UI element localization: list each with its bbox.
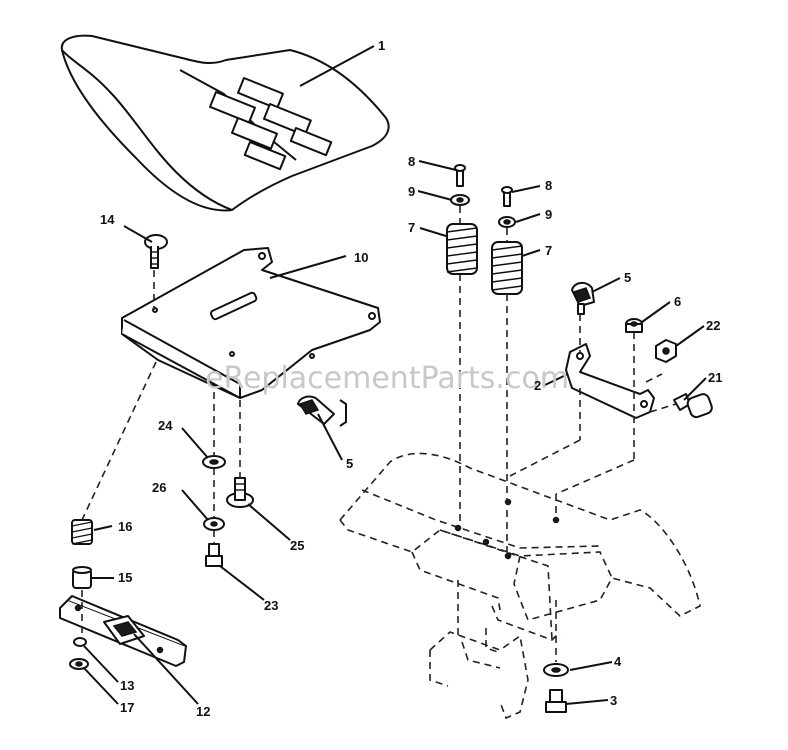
callout-7-right: 7 — [545, 243, 552, 258]
callout-2: 2 — [534, 378, 541, 393]
pivot-bracket-2 — [565, 343, 655, 419]
nut-6 — [625, 318, 643, 333]
callouts: 1 14 10 8 9 7 8 9 7 5 6 22 21 2 5 24 26 … — [100, 38, 722, 719]
callout-9-right: 9 — [545, 207, 552, 222]
callout-8-right: 8 — [545, 178, 552, 193]
shoulder-bolt-25 — [226, 477, 254, 508]
callout-14: 14 — [100, 212, 115, 227]
washer-9-left — [450, 194, 470, 206]
adjustment-knob-left — [297, 395, 347, 427]
callout-13: 13 — [120, 678, 134, 693]
carriage-bolt — [144, 234, 168, 269]
adjustment-knob-right — [571, 282, 595, 315]
seat — [60, 34, 390, 212]
bolt-8-right — [501, 186, 513, 207]
callout-6: 6 — [674, 294, 681, 309]
callout-16: 16 — [118, 519, 132, 534]
bolt-3 — [545, 689, 567, 713]
callout-21: 21 — [708, 370, 722, 385]
bolt-8-left — [454, 164, 466, 187]
callout-4: 4 — [614, 654, 622, 669]
callout-26: 26 — [152, 480, 166, 495]
callout-1: 1 — [378, 38, 385, 53]
spacer-15 — [72, 566, 92, 589]
nut-13 — [73, 637, 87, 647]
callout-9-left: 9 — [408, 184, 415, 199]
callout-8-left: 8 — [408, 154, 415, 169]
callout-5-right: 5 — [624, 270, 631, 285]
spring-16 — [71, 519, 93, 545]
callout-7-left: 7 — [408, 220, 415, 235]
spring-7-right — [491, 241, 523, 295]
screw-23 — [205, 543, 223, 567]
callout-10: 10 — [354, 250, 368, 265]
callout-25: 25 — [290, 538, 304, 553]
seat-pan — [121, 247, 381, 399]
callout-23: 23 — [264, 598, 278, 613]
washer-9-right — [498, 216, 516, 228]
tractor-frame — [339, 452, 701, 720]
washer-24 — [202, 455, 226, 469]
washer-4 — [543, 663, 569, 677]
leader-lines — [83, 45, 707, 705]
knob-21 — [673, 393, 713, 419]
nut-17 — [69, 658, 89, 670]
nut-22 — [655, 339, 677, 363]
callout-5-left: 5 — [346, 456, 353, 471]
callout-24: 24 — [158, 418, 173, 433]
callout-17: 17 — [120, 700, 134, 715]
spring-7-left — [446, 223, 478, 275]
seat-bracket-12 — [59, 595, 187, 667]
watermark: eReplacementParts.com — [205, 361, 569, 396]
callout-12: 12 — [196, 704, 210, 719]
callout-3: 3 — [610, 693, 617, 708]
callout-22: 22 — [706, 318, 720, 333]
callout-15: 15 — [118, 570, 132, 585]
alignment-lines — [81, 206, 677, 662]
